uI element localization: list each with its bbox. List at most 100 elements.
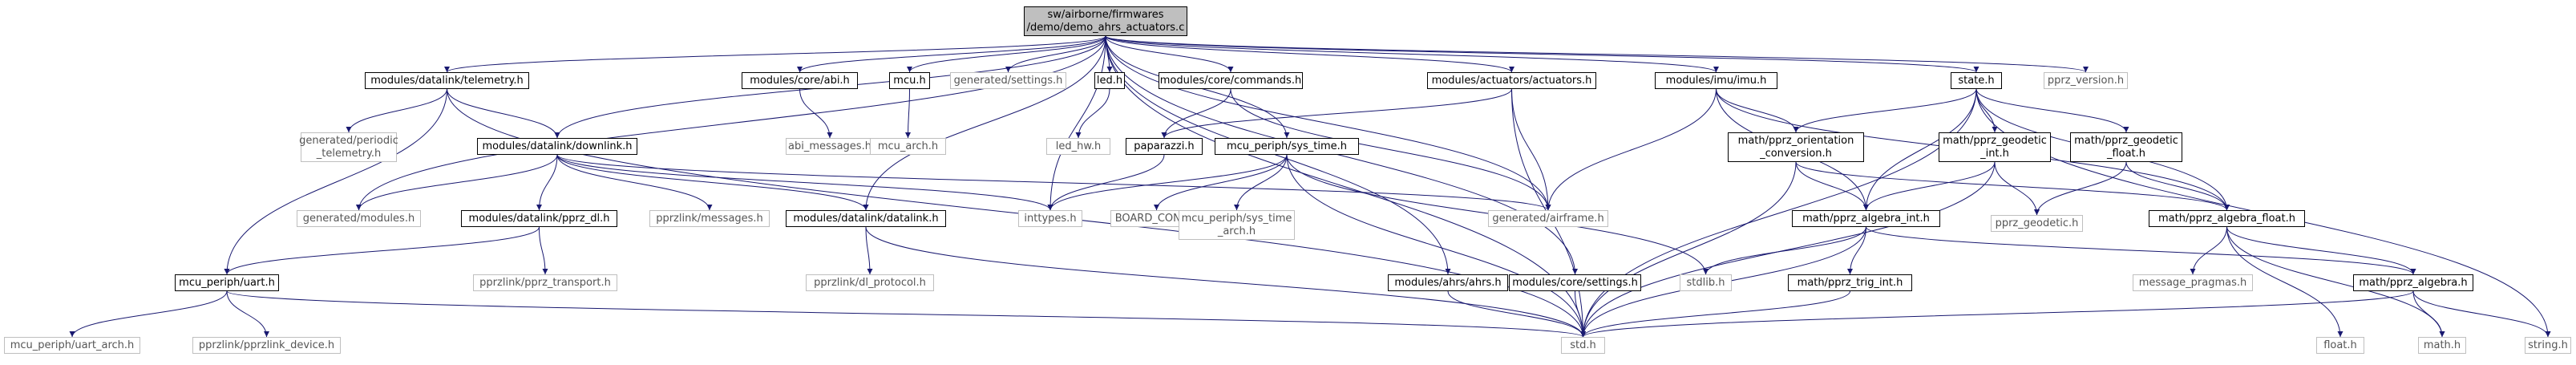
edge-downlink-to-datalink — [556, 154, 869, 211]
edge-algfloat-to-pragmas — [2190, 226, 2227, 275]
edge-root-to-imu — [1105, 35, 1719, 73]
edge-pprzdl-to-transport — [539, 226, 548, 275]
edge-downlink-to-genmodules — [356, 154, 558, 211]
node-geoint[interactable]: math/pprz_geodetic _int.h — [1939, 132, 2051, 162]
edge-root-to-pprzversion — [1105, 35, 2089, 73]
edge-algint-to-stdlib — [1703, 226, 1866, 275]
edge-geoint-to-geodetic — [1994, 161, 2040, 216]
edge-telemetry-to-downlink — [447, 88, 560, 139]
node-uart[interactable]: mcu_periph/uart.h — [175, 274, 279, 291]
edge-root-to-commands — [1105, 35, 1234, 73]
node-geofloat[interactable]: math/pprz_geodetic _float.h — [2070, 132, 2182, 162]
node-state[interactable]: state.h — [1951, 72, 2002, 89]
edge-trigint-to-stdh — [1580, 290, 1850, 338]
edge-imu-to-airframe — [1545, 88, 1717, 211]
node-stdh: std.h — [1561, 337, 1605, 354]
node-trigint[interactable]: math/pprz_trig_int.h — [1788, 274, 1912, 291]
edge-state-to-algint — [1863, 88, 1977, 211]
node-uartarch: mcu_periph/uart_arch.h — [4, 337, 140, 354]
node-mcu[interactable]: mcu.h — [889, 72, 930, 89]
node-datalink[interactable]: modules/datalink/datalink.h — [786, 210, 946, 227]
edge-mcu-to-mcuarch — [905, 88, 912, 139]
edge-geofloat-to-algfloat — [2125, 161, 2230, 211]
edge-root-to-gensettings — [1005, 35, 1106, 73]
node-pprzversion: pprz_version.h — [2044, 72, 2128, 89]
edge-systime-to-inttypes — [1047, 154, 1288, 211]
edge-telemetry-to-genperiodic — [346, 88, 447, 133]
edge-geoint-to-stdh — [1580, 161, 1996, 338]
node-root[interactable]: sw/airborne/firmwares /demo/demo_ahrs_ac… — [1024, 6, 1187, 36]
edge-algebra-to-mathh — [2412, 290, 2445, 338]
edge-uart-to-stdh — [226, 290, 1586, 338]
edge-telemetry-to-uart — [224, 88, 447, 275]
node-pprzmsgs: pprzlink/messages.h — [649, 210, 770, 227]
node-airframe: generated/airframe.h — [1488, 210, 1608, 227]
edge-root-to-inttypes — [1047, 35, 1106, 211]
edge-pprzdl-to-uart — [224, 226, 540, 275]
edge-algfloat-to-algebra — [2226, 226, 2416, 275]
edge-actuators-to-paparazzi — [1161, 88, 1512, 139]
node-genperiodic: generated/periodic _telemetry.h — [299, 132, 398, 162]
node-floath: float.h — [2316, 337, 2364, 354]
node-stringh: string.h — [2525, 337, 2571, 354]
edge-datalink-to-stdh — [865, 226, 1586, 338]
edge-state-to-orient — [1793, 88, 1977, 133]
node-gensettings: generated/settings.h — [950, 72, 1066, 89]
node-downlink[interactable]: modules/datalink/downlink.h — [477, 138, 637, 155]
node-pprzdl[interactable]: modules/datalink/pprz_dl.h — [461, 210, 617, 227]
edge-geofloat-to-geodetic — [2034, 161, 2127, 216]
edge-root-to-mcu — [907, 35, 1106, 73]
edge-root-to-datalink — [863, 35, 1106, 211]
edge-imu-to-orient — [1716, 88, 1799, 133]
edge-root-to-genmodules — [356, 35, 1106, 211]
node-pragmas: message_pragmas.h — [2133, 274, 2253, 291]
node-paparazzi[interactable]: paparazzi.h — [1126, 138, 1203, 155]
edge-root-to-settings — [1105, 35, 1578, 275]
node-settings[interactable]: modules/core/settings.h — [1509, 274, 1641, 291]
edge-state-to-geofloat — [1975, 88, 2129, 133]
edge-root-to-abi — [797, 35, 1106, 73]
edge-paparazzi-to-inttypes — [1047, 154, 1165, 211]
node-telemetry[interactable]: modules/datalink/telemetry.h — [365, 72, 529, 89]
edge-uart-to-device — [226, 290, 269, 338]
node-device: pprzlink/pprzlink_device.h — [192, 337, 341, 354]
node-actuators[interactable]: modules/actuators/actuators.h — [1427, 72, 1596, 89]
edge-algint-to-algebra — [1866, 226, 2416, 275]
node-algebra[interactable]: math/pprz_algebra.h — [2353, 274, 2473, 291]
node-led[interactable]: led.h — [1094, 72, 1125, 89]
edge-telemetry-to-stdh — [447, 88, 1586, 338]
edge-algebra-to-stringh — [2412, 290, 2551, 338]
node-dlproto: pprzlink/dl_protocol.h — [806, 274, 934, 291]
edge-root-to-telemetry — [444, 35, 1106, 73]
edge-root-to-state — [1105, 35, 1980, 73]
edge-commands-to-paparazzi — [1161, 88, 1231, 139]
edge-algebra-to-stdh — [1580, 290, 2414, 338]
node-imu[interactable]: modules/imu/imu.h — [1655, 72, 1777, 89]
edge-abi-to-abimsg — [799, 88, 833, 139]
node-commands[interactable]: modules/core/commands.h — [1159, 72, 1303, 89]
edge-ahrs-to-stdh — [1447, 290, 1586, 338]
node-orient[interactable]: math/pprz_orientation _conversion.h — [1728, 132, 1864, 162]
edge-datalink-to-dlproto — [865, 226, 873, 275]
edge-actuators-to-airframe — [1511, 88, 1551, 211]
edge-led-to-ledhw — [1075, 88, 1110, 139]
node-mathh: math.h — [2418, 337, 2466, 354]
edge-downlink-to-pprzdl — [536, 154, 558, 211]
edge-downlink-to-inttypes — [556, 154, 1053, 211]
node-algfloat[interactable]: math/pprz_algebra_float.h — [2149, 210, 2305, 227]
node-abi[interactable]: modules/core/abi.h — [742, 72, 858, 89]
edge-orient-to-stdh — [1580, 161, 1797, 338]
edge-downlink-to-pprzmsgs — [556, 154, 713, 211]
node-ahrs[interactable]: modules/ahrs/ahrs.h — [1388, 274, 1508, 291]
edge-systime-to-boardcfg — [1154, 154, 1288, 211]
edge-geoint-to-algint — [1863, 161, 1996, 211]
node-systime[interactable]: mcu_periph/sys_time.h — [1215, 138, 1359, 155]
edge-algint-to-trigint — [1847, 226, 1866, 275]
edge-uart-to-uartarch — [69, 290, 228, 338]
edge-systime-to-systimearch — [1234, 154, 1288, 211]
node-transport: pprzlink/pprz_transport.h — [473, 274, 617, 291]
node-algint[interactable]: math/pprz_algebra_int.h — [1792, 210, 1940, 227]
node-ledhw: led_hw.h — [1046, 138, 1110, 155]
node-systimearch: mcu_periph/sys_time _arch.h — [1179, 210, 1295, 240]
